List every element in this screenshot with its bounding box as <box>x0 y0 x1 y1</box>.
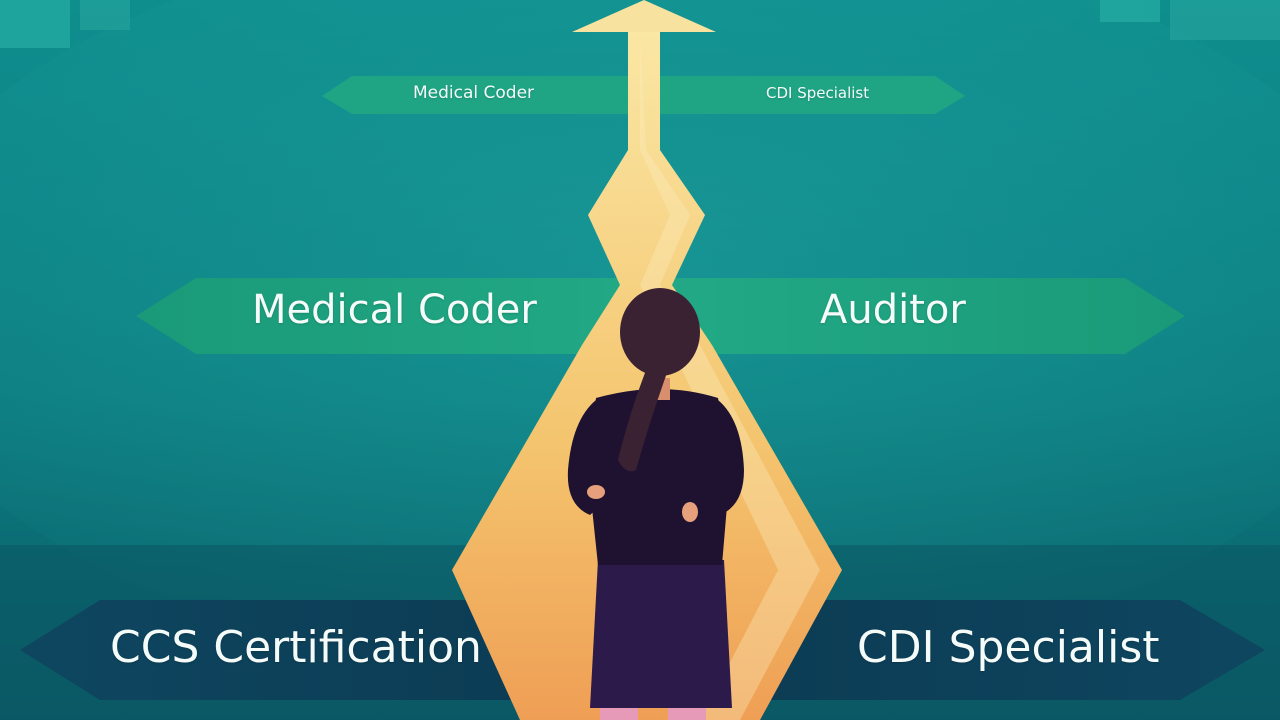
sign-mid-right-label: Auditor <box>820 287 966 333</box>
sign-top-right-label: CDI Specialist <box>766 84 870 102</box>
sign-bottom-left-label: CCS Certification <box>110 622 482 673</box>
skyline <box>0 0 1280 48</box>
woman-figure <box>567 288 744 720</box>
sign-mid-left-label: Medical Coder <box>252 287 537 333</box>
sign-top-left-label: Medical Coder <box>413 83 535 103</box>
sign-bottom-right-label: CDI Specialist <box>857 622 1160 673</box>
